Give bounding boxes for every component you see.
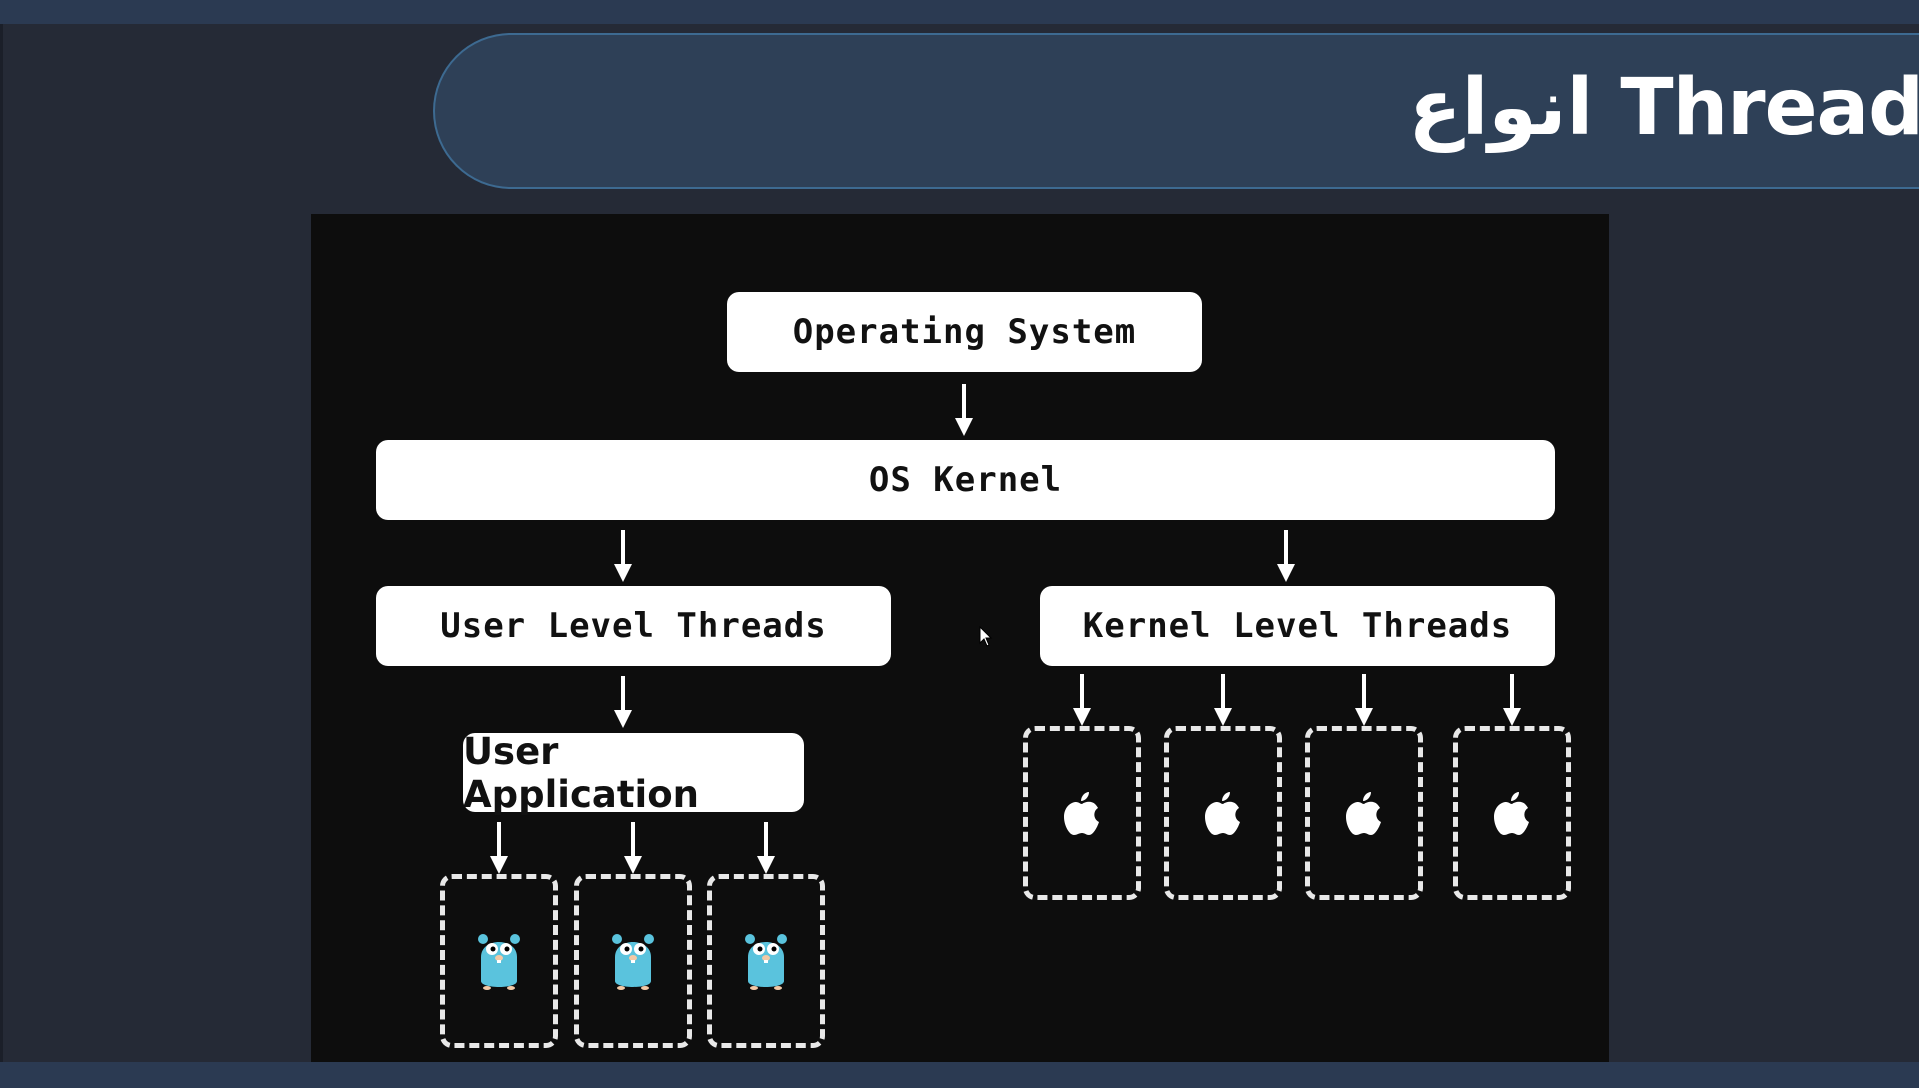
kernel-thread-frame: [1023, 726, 1141, 900]
bottom-bar: [0, 1062, 1919, 1088]
kernel-thread-frame: [1164, 726, 1282, 900]
gopher-icon: [745, 934, 787, 990]
user-application-box: User Application: [463, 730, 804, 816]
arrow-down-icon: [1355, 674, 1373, 726]
kernel-thread-frame: [1305, 726, 1423, 900]
arrow-down-icon: [1277, 530, 1295, 582]
os-kernel-box: OS Kernel: [376, 440, 1555, 520]
top-bar: [0, 0, 1919, 24]
arrow-down-icon: [490, 822, 508, 874]
user-thread-frame: [574, 874, 692, 1048]
arrow-down-icon: [614, 530, 632, 582]
arrow-down-icon: [1503, 674, 1521, 726]
user-thread-frame: [440, 874, 558, 1048]
gopher-icon: [612, 934, 654, 990]
apple-icon: [1205, 792, 1240, 835]
arrow-down-icon: [1073, 674, 1091, 726]
arrow-down-icon: [1214, 674, 1232, 726]
arrow-down-icon: [614, 676, 632, 728]
mouse-cursor-icon: [979, 626, 993, 647]
arrow-down-icon: [757, 822, 775, 874]
arrow-down-icon: [624, 822, 642, 874]
kernel-thread-frame: [1453, 726, 1571, 900]
gopher-icon: [478, 934, 520, 990]
thread-types-diagram: Operating System OS Kernel User Level Th…: [311, 214, 1609, 1062]
user-level-threads-box: User Level Threads: [376, 586, 891, 666]
apple-icon: [1346, 792, 1381, 835]
kernel-level-threads-box: Kernel Level Threads: [1040, 586, 1555, 666]
user-thread-frame: [707, 874, 825, 1048]
arrow-down-icon: [955, 384, 973, 436]
operating-system-box: Operating System: [727, 292, 1202, 372]
left-edge: [0, 24, 3, 1062]
apple-icon: [1494, 792, 1529, 835]
title-banner: انواع Thread: [433, 33, 1919, 189]
slide-title: انواع Thread: [1408, 63, 1919, 153]
apple-icon: [1064, 792, 1099, 835]
